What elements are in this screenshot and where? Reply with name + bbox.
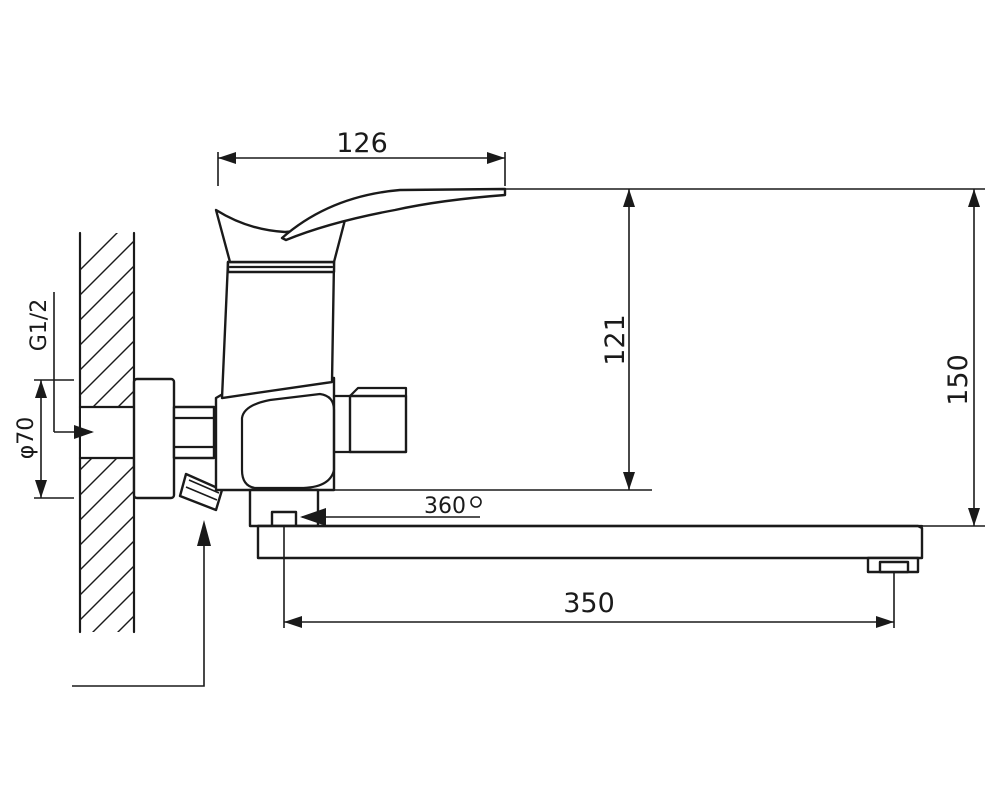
dimension-flange-diameter: φ70 <box>14 379 74 499</box>
diverter-knob <box>178 472 224 512</box>
dim-label-126: 126 <box>336 128 388 159</box>
diverter-leader <box>72 520 211 687</box>
dimension-total-height: 150 <box>800 189 985 527</box>
wall <box>78 231 136 634</box>
diameter-label: φ70 <box>14 417 39 460</box>
thread-label: G1/2 <box>27 299 52 351</box>
dimension-connection-thread: G1/2 <box>27 292 94 439</box>
dimension-handle-reach: 126 <box>217 128 506 186</box>
rotation-label: 360 <box>424 494 466 519</box>
degree-symbol-icon <box>470 496 482 508</box>
dimension-spout-length: 350 <box>283 526 895 628</box>
eccentric-connector <box>172 405 216 460</box>
wall-flange <box>132 377 176 500</box>
dim-label-150: 150 <box>943 354 974 406</box>
dim-label-350: 350 <box>563 588 615 619</box>
rotation-callout: 360 <box>300 494 482 526</box>
dim-label-121: 121 <box>600 314 631 366</box>
swivel-spout <box>248 488 924 574</box>
faucet-body <box>214 187 507 492</box>
dimension-outlet-height: 121 <box>322 188 985 491</box>
